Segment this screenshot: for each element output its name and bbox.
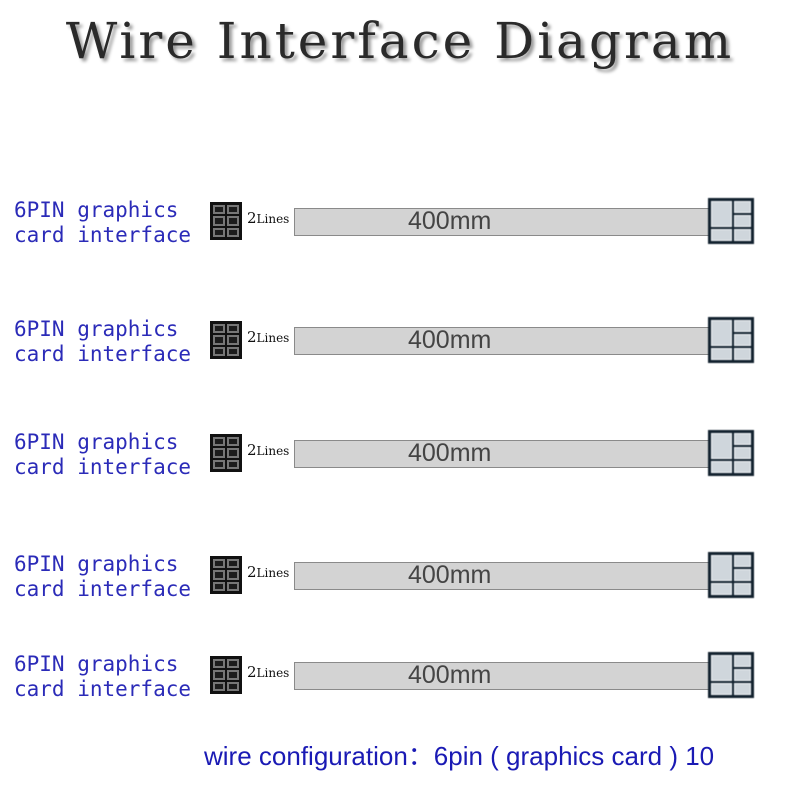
lines-count: 2Lines	[247, 209, 289, 227]
wire-length: 400mm	[408, 561, 492, 589]
connector-label-line2: card interface	[14, 677, 192, 701]
lines-count: 2Lines	[247, 441, 289, 459]
lines-count: 2Lines	[247, 563, 289, 581]
wire-length: 400mm	[408, 326, 492, 354]
wire-bar	[294, 208, 710, 236]
cable-row: 6PIN graphics card interface 2Lines 400m…	[0, 552, 800, 612]
wire-length: 400mm	[408, 439, 492, 467]
connector-label: 6PIN graphics card interface	[14, 198, 191, 248]
connector-label: 6PIN graphics card interface	[14, 317, 191, 367]
lines-word: Lines	[256, 444, 290, 458]
connector-label-line1: 6PIN graphics	[14, 652, 179, 676]
graphics-card-connector-icon	[708, 430, 754, 476]
connector-label-line1: 6PIN graphics	[14, 430, 179, 454]
lines-number: 2	[247, 663, 257, 681]
6pin-connector-icon	[210, 656, 242, 694]
lines-number: 2	[247, 441, 257, 459]
wire-configuration: wire configuration：6pin ( graphics card …	[204, 741, 715, 771]
lines-word: Lines	[256, 666, 290, 680]
cable-row: 6PIN graphics card interface 2Lines 400m…	[0, 198, 800, 258]
graphics-card-connector-icon	[708, 652, 754, 698]
lines-word: Lines	[256, 212, 290, 226]
wire-bar	[294, 562, 710, 590]
lines-number: 2	[247, 209, 257, 227]
connector-label-line2: card interface	[14, 223, 192, 247]
cable-row: 6PIN graphics card interface 2Lines 400m…	[0, 317, 800, 377]
6pin-connector-icon	[210, 321, 242, 359]
6pin-connector-icon	[210, 202, 242, 240]
lines-number: 2	[247, 328, 257, 346]
wire-length: 400mm	[408, 207, 492, 235]
lines-word: Lines	[256, 566, 290, 580]
connector-label-line2: card interface	[14, 342, 192, 366]
connector-label: 6PIN graphics card interface	[14, 652, 191, 702]
lines-word: Lines	[256, 331, 290, 345]
connector-label-line1: 6PIN graphics	[14, 552, 179, 576]
wire-length: 400mm	[408, 661, 492, 689]
connector-label-line1: 6PIN graphics	[14, 198, 179, 222]
wire-bar	[294, 440, 710, 468]
wire-bar	[294, 662, 710, 690]
graphics-card-connector-icon	[708, 198, 754, 244]
graphics-card-connector-icon	[708, 552, 754, 598]
connector-label-line1: 6PIN graphics	[14, 317, 179, 341]
lines-number: 2	[247, 563, 257, 581]
connector-label: 6PIN graphics card interface	[14, 430, 191, 480]
connector-label-line2: card interface	[14, 455, 192, 479]
graphics-card-connector-icon	[708, 317, 754, 363]
6pin-connector-icon	[210, 434, 242, 472]
wire-bar	[294, 327, 710, 355]
cable-row: 6PIN graphics card interface 2Lines 400m…	[0, 430, 800, 490]
connector-label: 6PIN graphics card interface	[14, 552, 191, 602]
lines-count: 2Lines	[247, 328, 289, 346]
6pin-connector-icon	[210, 556, 242, 594]
lines-count: 2Lines	[247, 663, 289, 681]
connector-label-line2: card interface	[14, 577, 192, 601]
diagram-title: Wire Interface Diagram	[65, 12, 735, 70]
cable-row: 6PIN graphics card interface 2Lines 400m…	[0, 652, 800, 712]
